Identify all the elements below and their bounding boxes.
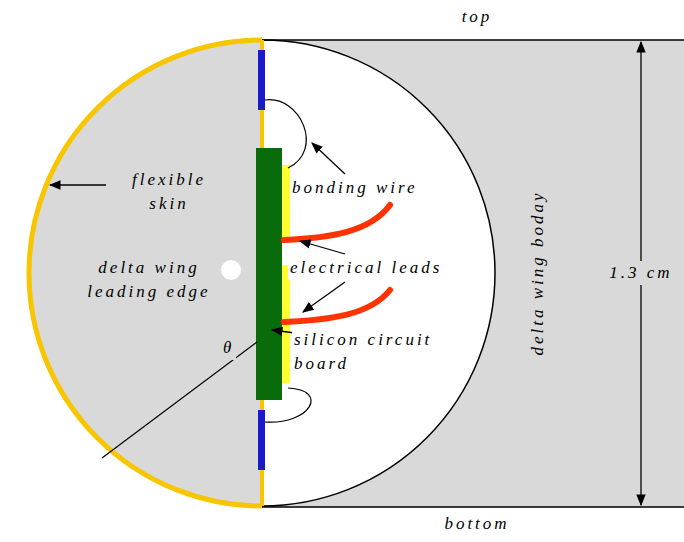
part-label: electrical leads <box>288 256 444 280</box>
bonding-wire <box>265 100 306 168</box>
dimension-label: 1.3 cm <box>607 261 674 285</box>
part-label: silicon circuit board <box>292 328 446 376</box>
leading-edge <box>29 40 262 506</box>
leader-arrow <box>312 143 345 174</box>
wing-body <box>262 40 684 507</box>
leader-arrow <box>303 282 345 312</box>
board-contact <box>282 165 290 240</box>
electrical-lead <box>284 290 390 322</box>
pivot-hole <box>221 260 241 280</box>
leader-arrow <box>50 184 106 185</box>
leader-arrow <box>300 241 345 254</box>
flexible-skin <box>29 40 262 506</box>
side-label: bottom <box>442 512 511 536</box>
part-label: delta wing leading edge <box>80 256 218 304</box>
electrical-lead <box>284 205 390 240</box>
side-label: top <box>460 5 495 29</box>
cavity <box>262 40 495 506</box>
body-label: delta wing boday <box>526 188 550 357</box>
sensor-pad <box>258 410 265 470</box>
angle-symbol: θ <box>221 336 236 360</box>
sensor-pad <box>258 50 265 110</box>
part-label: flexible skin <box>108 168 230 216</box>
circuit-board <box>256 148 282 400</box>
part-label: bonding wire <box>290 176 420 200</box>
bonding-wire <box>265 388 311 422</box>
